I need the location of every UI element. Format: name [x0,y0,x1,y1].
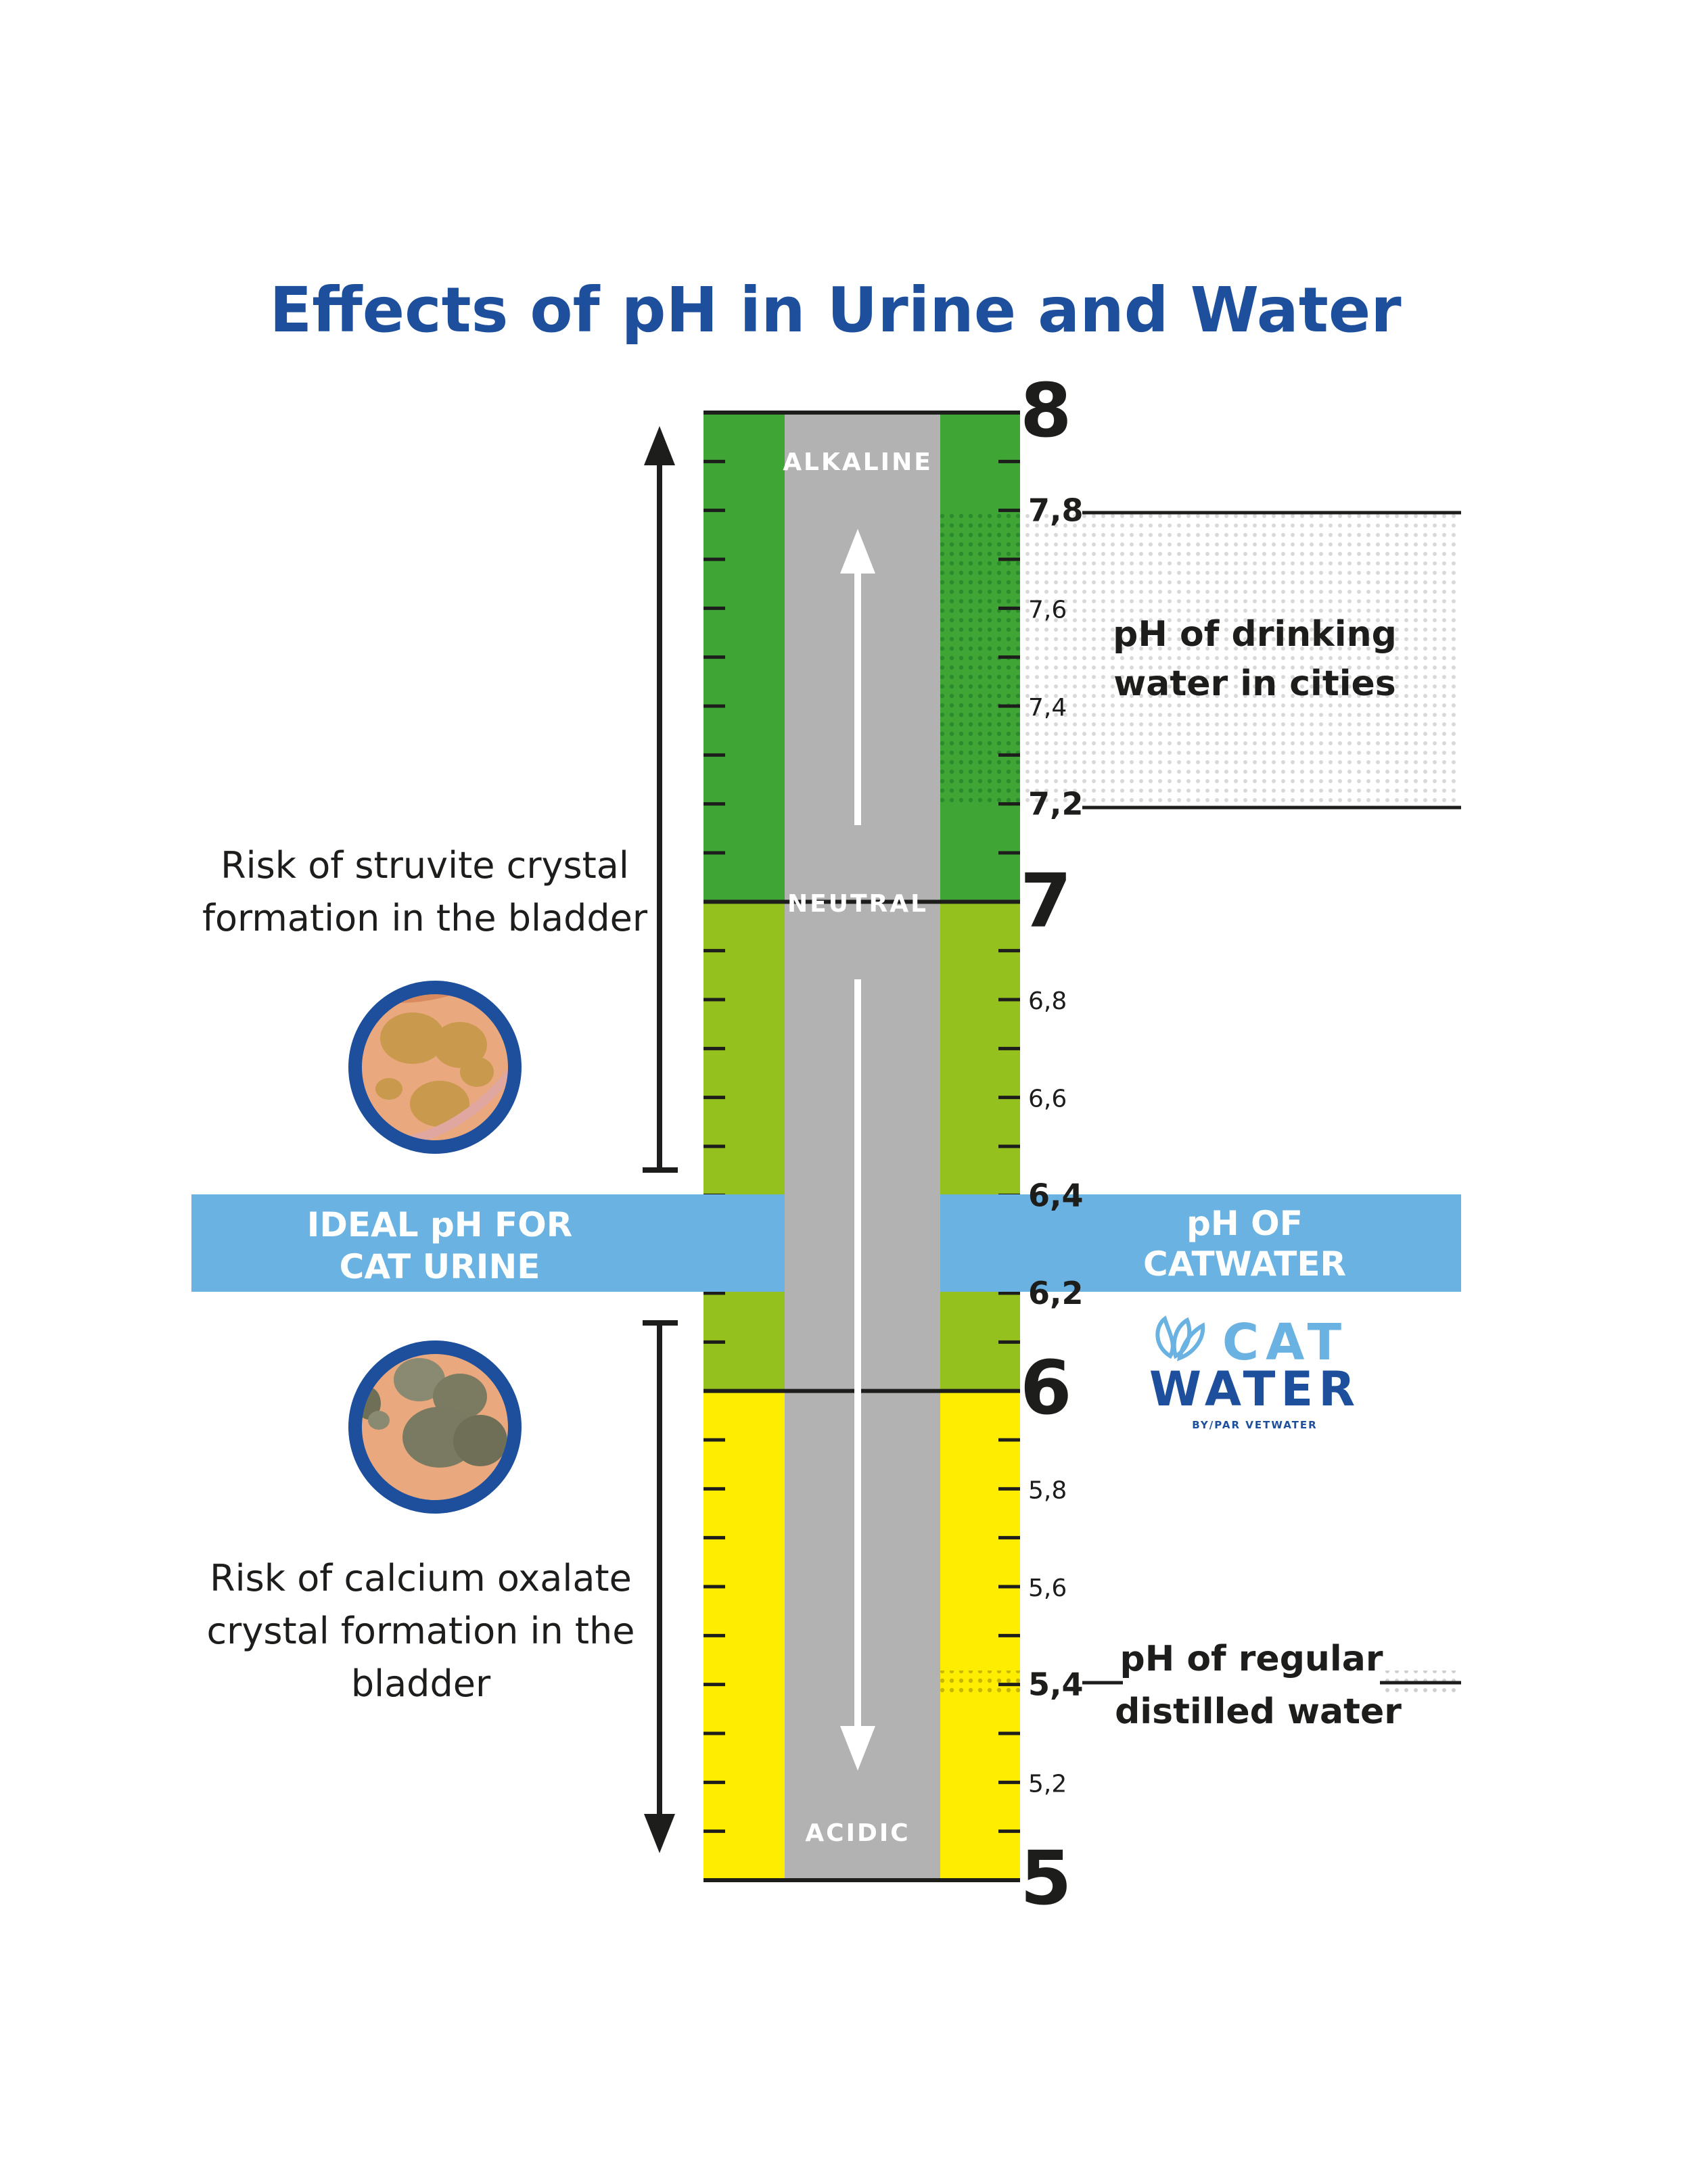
zone-boundaries [703,411,1020,1882]
scale-labels: 8 7 6 5 7,8 7,6 7,4 7,2 6,8 6,6 6,4 6,2 5,8 5,6 5,… [1020,367,1084,1921]
catwater-ph-label-line2: CATWATER [1143,1244,1346,1284]
minor-label: 5,6 [1028,1574,1067,1602]
page-title: Effects of pH in Urine and Water [269,274,1402,346]
minor-label: 6,6 [1028,1086,1067,1113]
oxalate-range-arrow-icon [643,1320,678,1853]
minor-label: 5,4 [1028,1666,1084,1703]
minor-label: 7,4 [1028,694,1067,722]
distilled-water-dots-on-bar [940,1671,1020,1695]
struvite-label-line2: formation in the bladder [202,897,648,939]
acidic-label: ACIDIC [805,1819,910,1847]
minor-label: 7,8 [1028,492,1084,529]
catwater-ph-label-line1: pH OF [1186,1204,1303,1243]
oxalate-label-line2: crystal formation in the [206,1610,634,1652]
minor-label: 7,2 [1028,786,1084,822]
neutral-label: NEUTRAL [787,890,928,918]
zone-bands-left [703,413,785,1880]
alkaline-label: ALKALINE [783,448,933,476]
drinking-water-dots-on-bar [940,513,1020,808]
catwater-logo: CAT WATER BY/PAR VETWATER [1149,1313,1360,1431]
catwater-ph-band-right [940,1194,1461,1292]
ideal-ph-band-left [191,1194,785,1292]
ideal-ph-label-line1: IDEAL pH FOR [307,1205,572,1244]
minor-label: 6,4 [1028,1177,1084,1213]
leaf-icon [1155,1315,1205,1361]
struvite-range-arrow-icon [643,426,678,1173]
oxalate-label-line1: Risk of calcium oxalate [210,1557,632,1600]
minor-label: 7,6 [1028,596,1067,624]
arrow-up-icon [840,529,875,825]
drinking-water-label-line2: water in cities [1113,663,1396,704]
drinking-water-range [1020,513,1461,808]
drinking-water-label-line1: pH of drinking [1113,614,1397,655]
logo-line1: CAT [1222,1313,1348,1372]
minor-label: 5,2 [1028,1770,1067,1798]
ideal-ph-label-line2: CAT URINE [340,1247,540,1286]
oxalate-label-line3: bladder [351,1662,491,1705]
logo-line2: WATER [1149,1361,1360,1417]
major-label-7: 7 [1020,858,1072,944]
major-label-5: 5 [1020,1835,1072,1921]
minor-label: 5,8 [1028,1476,1067,1504]
minor-label: 6,8 [1028,987,1067,1015]
struvite-label-line1: Risk of struvite crystal [221,844,629,887]
distilled-water-label-line1: pH of regular [1120,1639,1383,1679]
logo-tagline: BY/PAR VETWATER [1192,1419,1317,1431]
major-label-6: 6 [1020,1345,1072,1431]
distilled-water-label-line2: distilled water [1115,1691,1402,1732]
major-label-8: 8 [1020,367,1072,454]
center-column [785,413,940,1880]
arrow-down-icon [840,979,875,1771]
struvite-crystals-image [348,981,522,1154]
oxalate-crystals-image [348,1340,522,1514]
minor-label: 6,2 [1028,1275,1084,1311]
